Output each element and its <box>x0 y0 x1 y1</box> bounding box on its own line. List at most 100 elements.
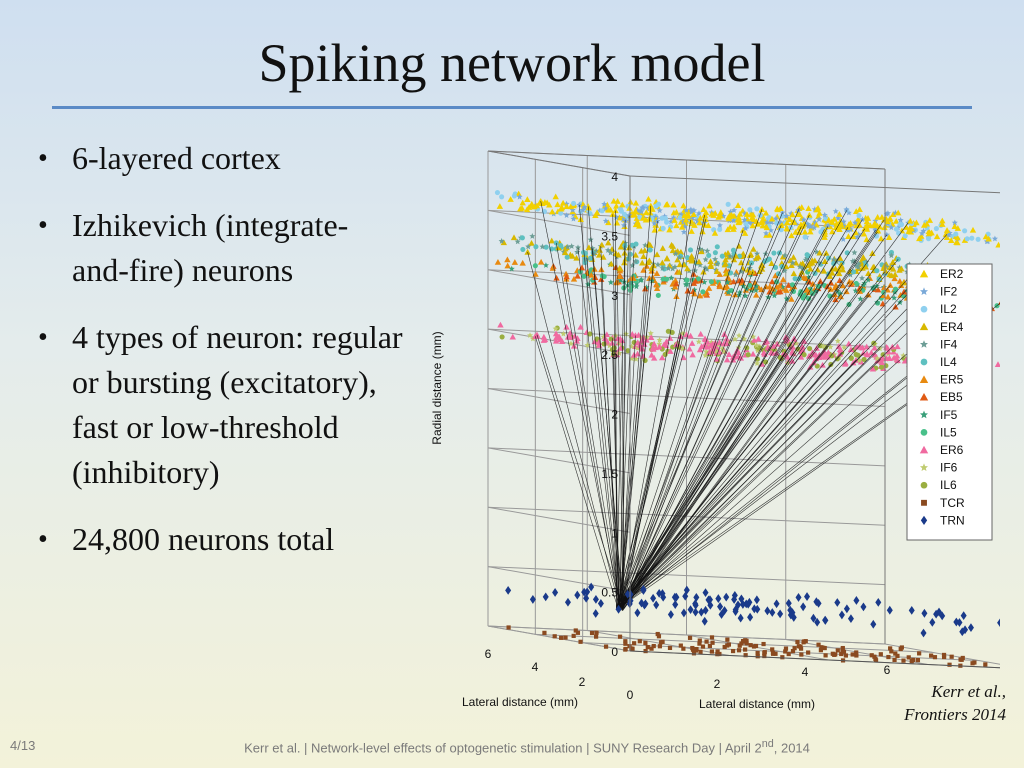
neuron-if6 <box>721 348 728 355</box>
y-tick-label: 3.5 <box>601 229 618 243</box>
neuron-er5 <box>733 268 740 275</box>
neuron-er4 <box>881 262 888 269</box>
neuron-tcr <box>726 642 731 647</box>
neuron-er2 <box>673 222 680 229</box>
neuron-er5 <box>887 282 894 288</box>
neuron-if2 <box>748 220 755 226</box>
neuron-er4 <box>768 260 775 266</box>
neuron-tcr <box>770 650 776 655</box>
bullet-item: 24,800 neurons total <box>34 517 404 562</box>
neuron-er6 <box>821 353 829 359</box>
neuron-trn <box>683 585 690 595</box>
neuron-er6 <box>879 355 886 362</box>
neuron-er4 <box>669 247 677 254</box>
neuron-er2 <box>831 215 838 222</box>
neuron-er5 <box>839 282 846 289</box>
neuron-if5 <box>668 274 675 281</box>
neuron-er2 <box>856 206 863 212</box>
neuron-er2 <box>759 222 767 229</box>
neuron-trn <box>737 613 744 623</box>
neuron-il4 <box>874 268 880 274</box>
neuron-tcr <box>704 639 709 644</box>
neuron-if6 <box>643 334 650 340</box>
neuron-er2 <box>507 196 514 202</box>
neuron-er2 <box>554 201 561 208</box>
neuron-if2 <box>772 215 779 222</box>
neuron-if4 <box>529 233 536 239</box>
neuron-il2 <box>964 236 970 242</box>
neuron-er2 <box>647 202 655 209</box>
neuron-tcr <box>806 650 811 655</box>
neuron-er6 <box>540 333 548 340</box>
neuron-if4 <box>702 256 709 263</box>
neuron-er2 <box>609 211 616 217</box>
neuron-er2 <box>939 221 946 227</box>
neuron-il5 <box>789 282 796 288</box>
neuron-er2 <box>913 219 920 226</box>
legend-label: IF4 <box>940 337 958 351</box>
neuron-il6 <box>829 353 835 359</box>
neuron-if2 <box>602 217 609 224</box>
neuron-tcr <box>656 634 662 639</box>
legend-er5-icon <box>919 375 929 383</box>
neuron-er5 <box>701 290 709 297</box>
neuron-er2 <box>696 219 703 226</box>
connection-line <box>622 271 754 609</box>
neuron-er5 <box>880 284 888 291</box>
neuron-trn <box>847 614 854 623</box>
neuron-er2 <box>682 216 690 223</box>
neuron-if2 <box>855 231 862 238</box>
neuron-er6 <box>641 341 648 347</box>
neuron-er4 <box>676 261 684 268</box>
neuron-eb5 <box>597 276 605 282</box>
neuron-il4 <box>726 263 732 269</box>
neuron-er5 <box>705 285 713 291</box>
neuron-er6 <box>863 343 870 350</box>
neuron-trn <box>592 594 599 604</box>
neuron-er6 <box>540 337 548 343</box>
neuron-er2 <box>807 228 814 235</box>
neuron-er6 <box>886 354 893 361</box>
neuron-il2 <box>933 226 939 232</box>
neuron-trn <box>967 623 974 633</box>
neuron-il6 <box>499 334 505 340</box>
neuron-if4 <box>692 267 699 274</box>
neuron-er4 <box>891 271 899 278</box>
neuron-er4 <box>626 244 633 251</box>
neuron-er2 <box>701 212 709 219</box>
neuron-er6 <box>721 331 728 337</box>
neuron-er2 <box>610 197 617 204</box>
neuron-er6 <box>890 354 898 361</box>
neuron-if5 <box>724 279 731 285</box>
connection-line <box>623 224 860 607</box>
neuron-if6 <box>741 335 748 342</box>
neuron-er2 <box>890 211 897 217</box>
neuron-er2 <box>706 202 713 209</box>
neuron-il6 <box>817 343 823 349</box>
neuron-tcr <box>617 634 623 639</box>
neuron-er2 <box>688 228 695 234</box>
neuron-tcr <box>795 639 800 645</box>
connection-line <box>620 293 813 608</box>
neuron-il4 <box>772 264 779 271</box>
neuron-tcr <box>801 640 806 645</box>
slide-number: 4/13 <box>10 738 36 753</box>
legend-label: IF2 <box>940 285 958 299</box>
neuron-eb5 <box>553 274 560 281</box>
neuron-er4 <box>585 244 593 251</box>
neuron-er5 <box>519 259 526 266</box>
neuron-if2 <box>840 218 847 225</box>
neuron-tcr <box>762 653 767 659</box>
neuron-trn <box>702 588 709 598</box>
neuron-er2 <box>863 236 870 243</box>
neuron-er2 <box>916 235 923 242</box>
neuron-il2 <box>802 234 808 240</box>
neuron-if5 <box>508 265 515 272</box>
neuron-il2 <box>953 231 959 237</box>
right-tick-label: 4 <box>802 665 809 679</box>
neuron-trn <box>693 593 700 602</box>
neuron-er2 <box>969 226 977 233</box>
neuron-eb5 <box>900 288 908 295</box>
neuron-if2 <box>576 201 583 208</box>
neuron-er4 <box>615 251 622 258</box>
